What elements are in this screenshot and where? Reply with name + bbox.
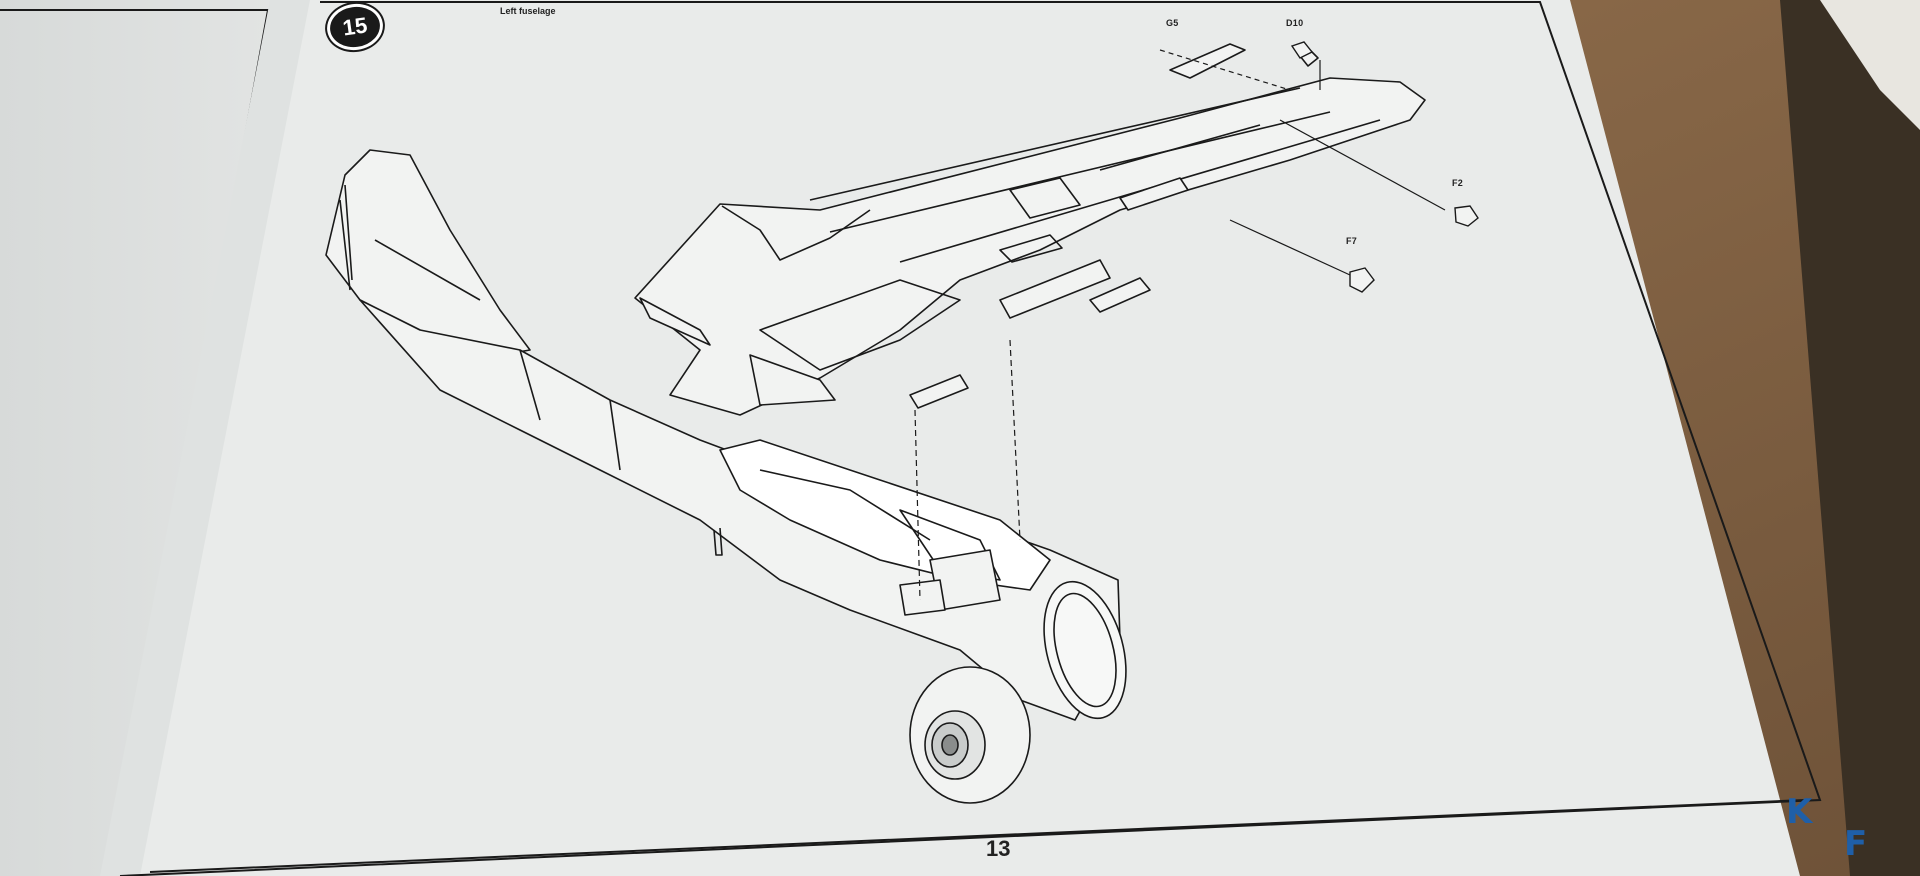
header-label: Left fuselage — [500, 6, 556, 16]
watermark-letter-f: F — [1844, 824, 1868, 864]
page-number: 13 — [986, 836, 1011, 861]
wheel-drawing — [909, 666, 1031, 804]
part-label-f2: F2 — [1452, 178, 1464, 188]
part-label-d10: D10 — [1286, 18, 1304, 28]
watermark-letter-k: K — [1786, 792, 1813, 832]
page-spine — [100, 0, 310, 876]
watermark-logo: K F — [1776, 788, 1896, 868]
wing-drawing — [634, 43, 1426, 416]
part-label-f7: F7 — [1346, 236, 1358, 246]
small-parts — [1290, 41, 1479, 293]
page-frame-bottom — [149, 799, 1806, 873]
part-label-g5: G5 — [1166, 18, 1179, 28]
cloth — [1820, 0, 1920, 130]
left-page — [0, 0, 300, 876]
table-shadow — [1780, 0, 1920, 876]
fuselage-drawing — [325, 149, 1127, 721]
assembly-guides — [914, 49, 1446, 601]
main-page — [110, 0, 1800, 876]
page-frame — [119, 1, 1822, 876]
